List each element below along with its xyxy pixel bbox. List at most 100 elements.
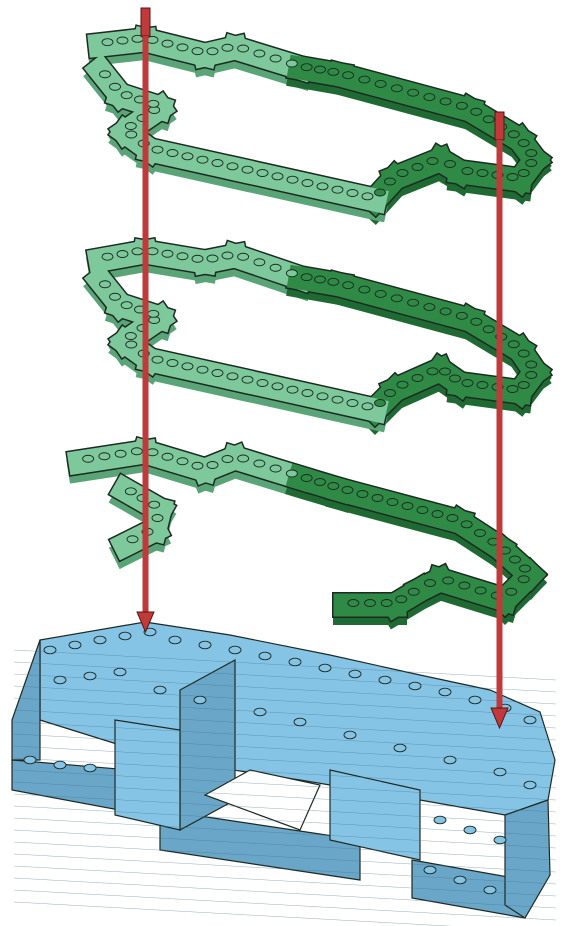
blue-base bbox=[11, 621, 557, 926]
stud bbox=[444, 160, 456, 168]
stud bbox=[146, 247, 159, 256]
stud bbox=[416, 506, 429, 514]
brick-seam bbox=[13, 721, 557, 753]
base-front-middle bbox=[159, 809, 361, 881]
brick-seam bbox=[13, 865, 557, 897]
stud bbox=[300, 474, 313, 482]
green-layer-2 bbox=[81, 236, 554, 435]
stud bbox=[191, 461, 204, 470]
stud bbox=[460, 520, 473, 529]
stud bbox=[411, 374, 424, 382]
stud bbox=[517, 169, 530, 177]
stud bbox=[316, 182, 329, 191]
stud bbox=[507, 130, 520, 139]
stud bbox=[470, 107, 483, 116]
stud bbox=[256, 379, 269, 387]
stud bbox=[396, 169, 409, 177]
stud bbox=[442, 576, 455, 585]
stud bbox=[253, 707, 267, 717]
brick-seam bbox=[13, 817, 557, 849]
stud bbox=[83, 671, 97, 681]
stud bbox=[384, 389, 396, 397]
rods bbox=[136, 7, 509, 730]
stud bbox=[474, 586, 487, 595]
stud bbox=[93, 635, 107, 645]
stud bbox=[463, 825, 477, 835]
stud bbox=[285, 59, 298, 68]
stud bbox=[124, 332, 137, 340]
brick-seam bbox=[13, 829, 557, 861]
rod-left-cap bbox=[140, 7, 151, 37]
stud bbox=[114, 449, 127, 458]
stud bbox=[426, 157, 439, 165]
stud bbox=[116, 250, 129, 258]
stud bbox=[166, 359, 179, 367]
stud bbox=[269, 464, 282, 473]
stud bbox=[346, 399, 359, 407]
stud bbox=[378, 675, 392, 685]
stud bbox=[226, 372, 239, 381]
stud bbox=[131, 247, 144, 256]
stud bbox=[23, 755, 37, 765]
stud bbox=[301, 389, 314, 397]
stud bbox=[341, 486, 354, 494]
stud bbox=[453, 875, 467, 885]
stud bbox=[423, 865, 437, 875]
brick-seam bbox=[13, 745, 557, 777]
green-layers bbox=[65, 24, 554, 630]
stud bbox=[206, 47, 219, 56]
stud bbox=[458, 581, 471, 590]
stud bbox=[151, 145, 164, 154]
stud bbox=[146, 448, 159, 457]
stud bbox=[99, 70, 111, 79]
stud bbox=[221, 251, 234, 260]
stud bbox=[446, 514, 459, 522]
stud bbox=[384, 177, 396, 186]
stud bbox=[407, 587, 420, 596]
stud bbox=[211, 369, 224, 377]
stud bbox=[301, 179, 314, 187]
stud bbox=[455, 101, 468, 110]
stud bbox=[253, 459, 266, 468]
brick-top bbox=[136, 346, 254, 394]
stud bbox=[53, 675, 67, 685]
stud bbox=[371, 494, 384, 502]
stud bbox=[253, 258, 266, 267]
stud bbox=[241, 375, 254, 384]
stud bbox=[206, 254, 219, 263]
stud bbox=[358, 75, 371, 84]
stud bbox=[118, 631, 132, 641]
brick-seam bbox=[13, 733, 557, 765]
stud bbox=[342, 71, 355, 80]
brick-seam bbox=[13, 661, 557, 693]
green-layer-3 bbox=[65, 435, 549, 630]
stud bbox=[525, 360, 538, 369]
brick-seam bbox=[13, 877, 557, 909]
stud bbox=[146, 35, 159, 44]
stud bbox=[517, 381, 530, 389]
stud bbox=[390, 84, 403, 93]
stud bbox=[120, 91, 133, 100]
stud bbox=[411, 163, 424, 171]
stud bbox=[386, 498, 399, 506]
stud bbox=[116, 36, 129, 45]
stud bbox=[198, 640, 212, 650]
stud bbox=[470, 317, 483, 326]
green-layer-1 bbox=[81, 24, 554, 225]
brick-seam bbox=[13, 769, 557, 801]
stud bbox=[525, 371, 538, 379]
stud bbox=[120, 301, 133, 310]
stud bbox=[408, 681, 422, 691]
stud bbox=[505, 587, 518, 596]
stud bbox=[438, 687, 452, 697]
stud bbox=[113, 667, 127, 677]
stud bbox=[181, 362, 194, 371]
stud bbox=[168, 635, 182, 645]
stud bbox=[285, 469, 298, 478]
stud bbox=[482, 115, 495, 124]
stud bbox=[361, 192, 374, 201]
stud bbox=[346, 189, 359, 197]
stud bbox=[286, 175, 299, 184]
stud bbox=[343, 730, 357, 740]
